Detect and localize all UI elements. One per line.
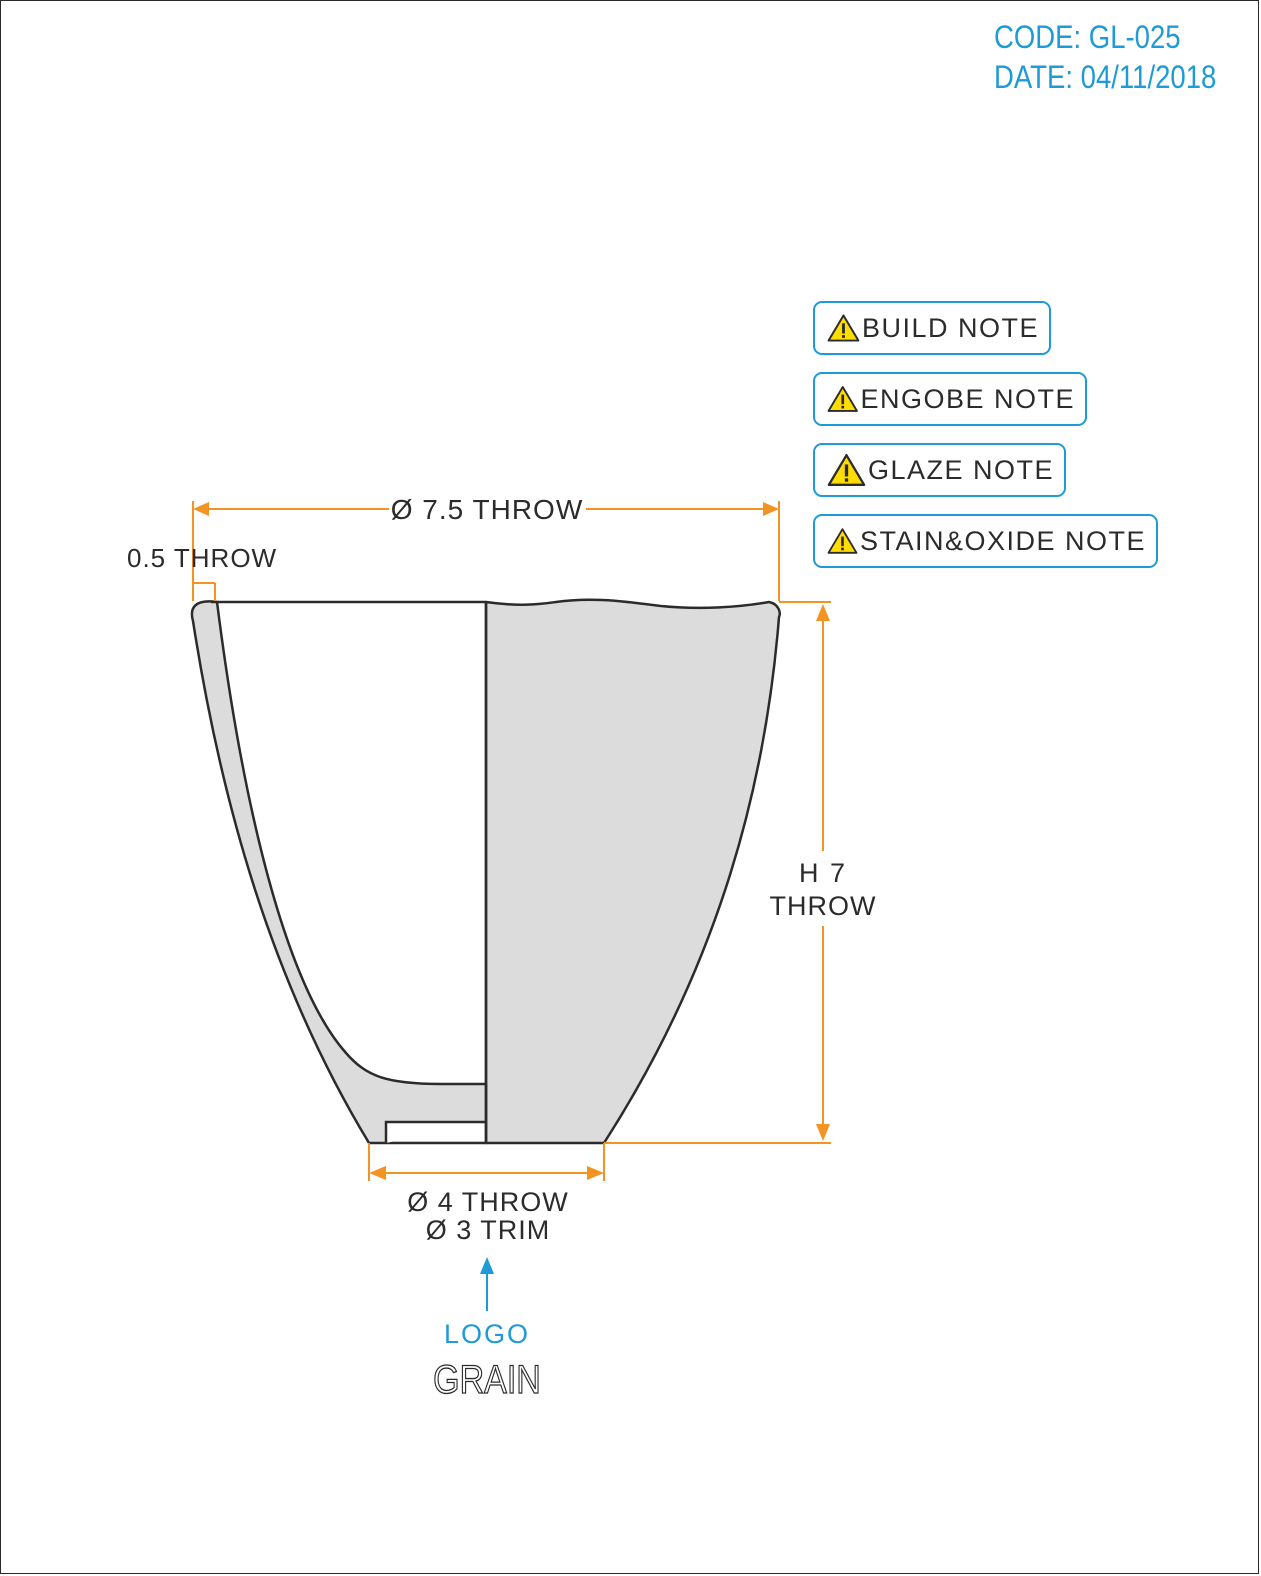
date-label: DATE: 04/11/2018 [994,59,1217,95]
height-label-line1: H 7 [799,858,847,888]
dimension-lines [192,501,831,1181]
logo-arrow-icon [480,1257,494,1311]
foot-recess [384,1120,486,1143]
rim-diameter-label: Ø 7.5 THROW [391,494,584,525]
foot-throw-label: Ø 4 THROW [407,1187,569,1217]
wall-thickness-label: 0.5 THROW [127,543,277,573]
code-label: CODE: GL-025 [994,19,1181,55]
warning-icon [827,453,866,487]
engobe-note-label: ENGOBE NOTE [860,383,1075,414]
build-note-button[interactable]: BUILD NOTE [813,301,1051,355]
glaze-note-button[interactable]: GLAZE NOTE [813,443,1066,497]
stain-oxide-note-button[interactable]: STAIN&OXIDE NOTE [813,514,1158,568]
grain-logo-mark: GRAIN [433,1356,541,1401]
stain-oxide-note-label: STAIN&OXIDE NOTE [859,525,1146,556]
foot-trim-label: Ø 3 TRIM [426,1215,551,1245]
logo-label: LOGO [444,1319,530,1349]
warning-icon [827,314,860,342]
pot-section-wall [190,600,488,1145]
engobe-note-button[interactable]: ENGOBE NOTE [813,372,1087,426]
warning-icon [827,386,858,412]
warning-icon [827,528,858,554]
build-note-label: BUILD NOTE [861,312,1039,343]
height-label-line2: THROW [770,891,877,921]
glaze-note-label: GLAZE NOTE [867,454,1054,485]
pot-exterior-half [484,598,781,1145]
